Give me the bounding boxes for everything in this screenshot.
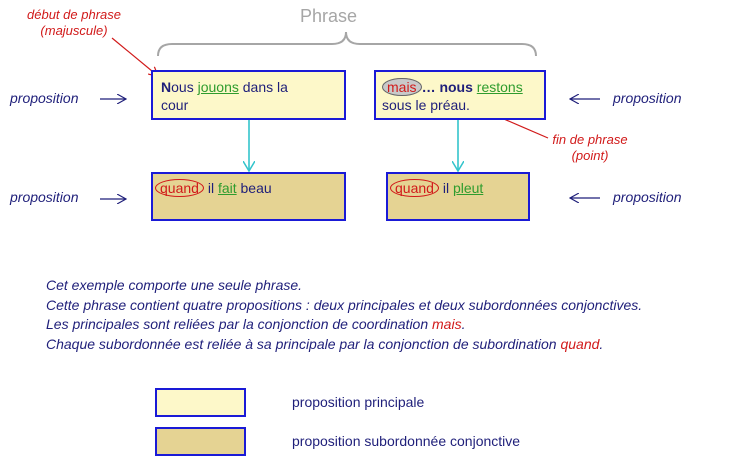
debut-note-line1: début de phrase xyxy=(27,7,121,22)
explanation: Cet exemple comporte une seule phrase. C… xyxy=(46,276,736,354)
subordinate-box-1: quand il fait beau xyxy=(151,172,346,221)
side-label-left-bottom: proposition xyxy=(10,189,79,205)
side-label-right-bottom: proposition xyxy=(613,189,682,205)
side-label-right-top: proposition xyxy=(613,90,682,106)
legend-label-sub: proposition subordonnée conjonctive xyxy=(292,433,521,449)
box1-line2: cour xyxy=(161,97,189,113)
explanation-line2: Cette phrase contient quatre proposition… xyxy=(46,296,643,313)
explanation-line3: Les principales sont reliées par la conj… xyxy=(46,316,466,332)
box4-subject: il xyxy=(438,180,453,196)
fin-note: fin de phrase (point) xyxy=(530,132,650,164)
box2-line2: sous le préau. xyxy=(382,97,470,113)
box4-verb: pleut xyxy=(452,180,484,196)
legend-swatch-sub xyxy=(155,427,246,456)
capital-initial: N xyxy=(161,79,172,95)
subordination-conj-quand-1: quand xyxy=(155,179,204,197)
explanation-line4: Chaque subordonnée est reliée à sa princ… xyxy=(46,335,604,352)
box3-rest: beau xyxy=(236,180,272,196)
subordination-conj-quand-2: quand xyxy=(390,179,439,197)
box2-ellipsis: … nous xyxy=(421,79,477,95)
debut-arrow xyxy=(111,37,158,76)
debut-note: début de phrase (majuscule) xyxy=(14,7,134,39)
fin-note-line2: (point) xyxy=(571,148,609,163)
main-clause-box-1: Nous jouons dans la cour xyxy=(151,70,346,120)
box1-verb: jouons xyxy=(197,79,239,95)
box2-verb: restons xyxy=(476,79,523,95)
legend-label-main: proposition principale xyxy=(292,394,425,410)
side-label-left-top: proposition xyxy=(10,90,79,106)
box1-word1: ous xyxy=(171,79,198,95)
box3-verb: fait xyxy=(217,180,237,196)
subordinate-box-2: quand il pleut xyxy=(386,172,530,221)
phrase-brace xyxy=(157,31,537,57)
legend-swatch-main xyxy=(155,388,246,417)
coordination-conj-mais: mais xyxy=(382,78,422,96)
debut-note-line2: (majuscule) xyxy=(40,23,108,38)
fin-note-line1: fin de phrase xyxy=(552,132,628,147)
box1-rest: dans la xyxy=(238,79,288,95)
box3-subject: il xyxy=(203,180,218,196)
main-clause-box-2: mais… nous restons sous le préau. xyxy=(374,70,546,120)
phrase-title: Phrase xyxy=(300,6,358,26)
word-quand: quand xyxy=(560,335,600,352)
word-mais: mais xyxy=(432,316,462,332)
explanation-line1: Cet exemple comporte une seule phrase. xyxy=(46,277,303,293)
